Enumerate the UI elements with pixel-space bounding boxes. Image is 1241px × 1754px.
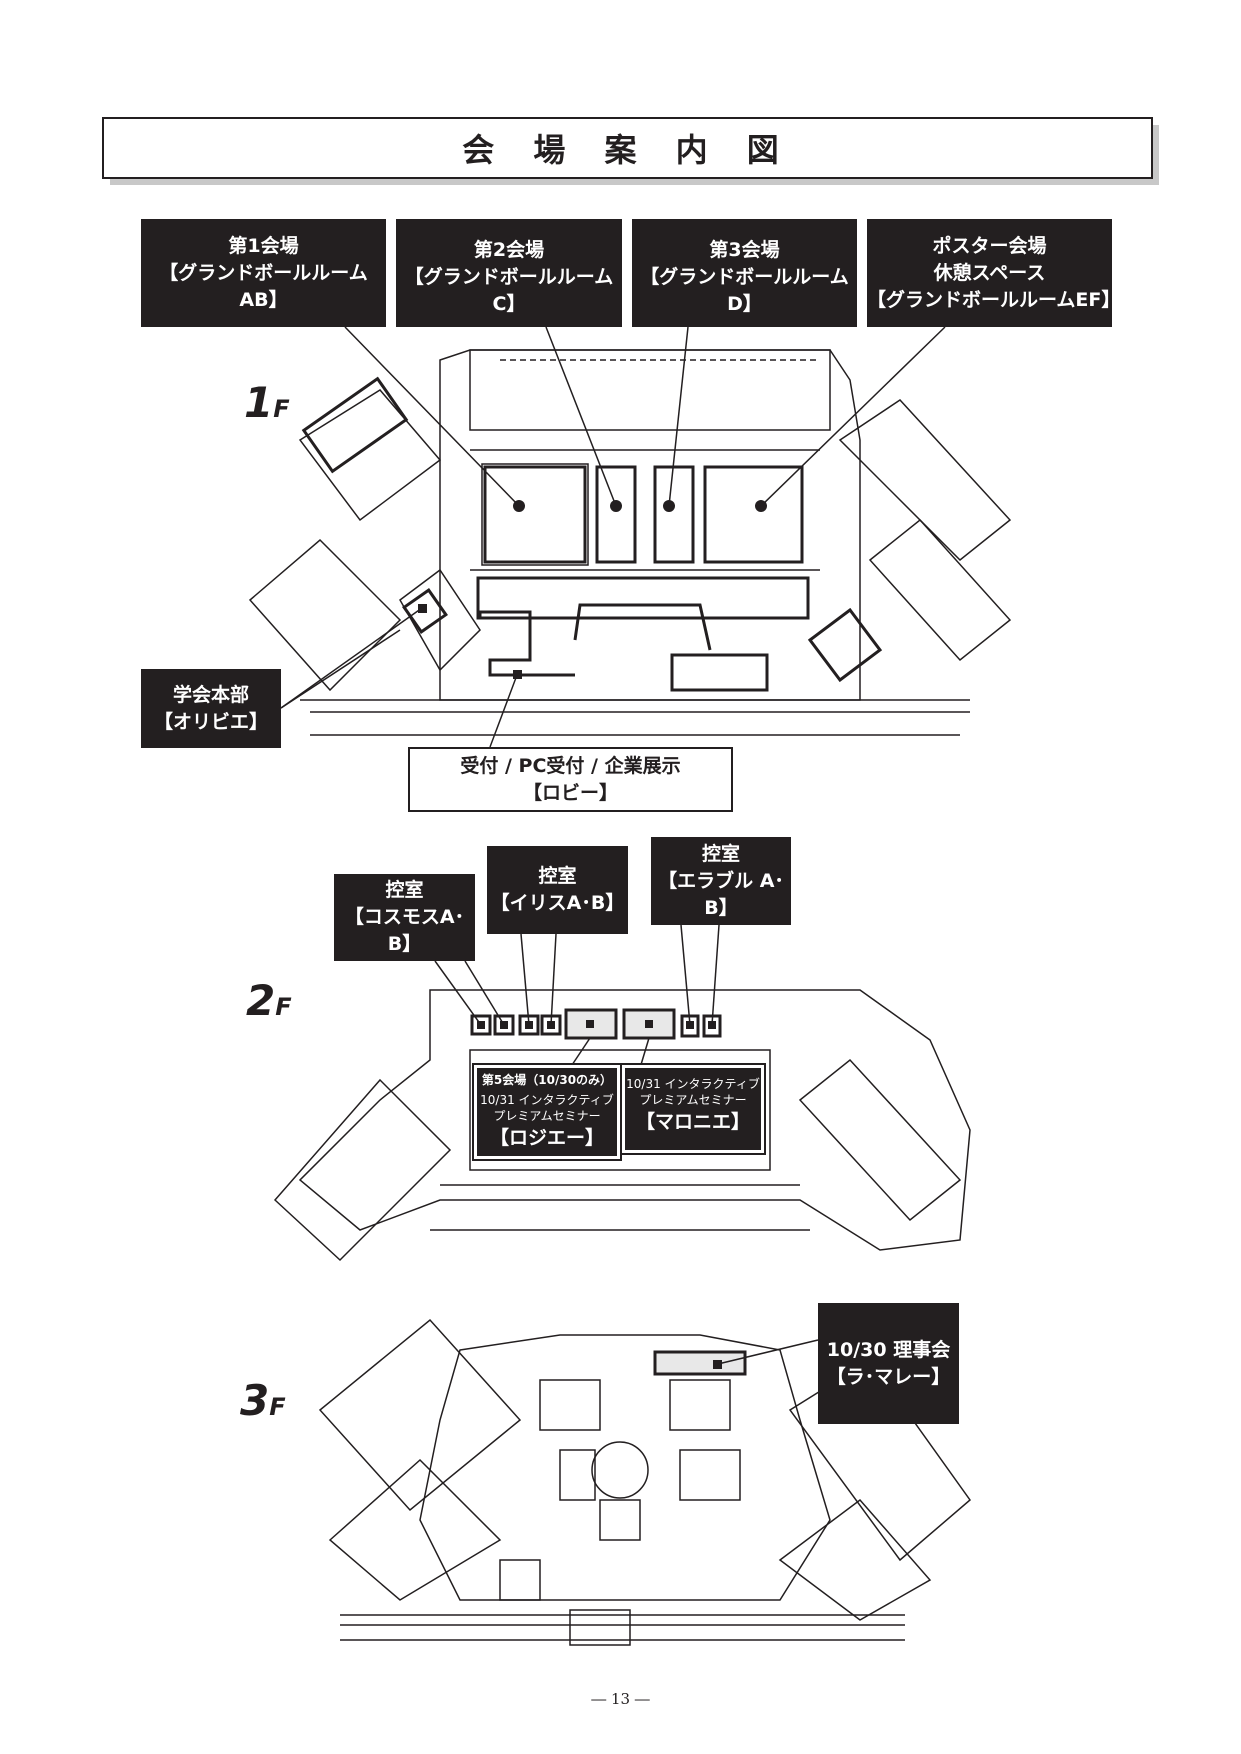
label-line: 【エラブル A･B】 xyxy=(658,869,784,919)
label-line: 受付 / PC受付 / 企業展示 xyxy=(460,754,681,777)
floor-suffix: F xyxy=(273,395,290,423)
label-reception: 受付 / PC受付 / 企業展示 【ロビー】 xyxy=(408,747,733,812)
floor-plan-2f xyxy=(273,989,971,1262)
label-line: 第3会場 xyxy=(709,239,780,261)
label-poster-hall: ポスター会場 休憩スペース 【グランドボールルームEF】 xyxy=(867,219,1121,327)
floor-plan-3f xyxy=(318,1318,972,1646)
floor-suffix: F xyxy=(275,993,292,1021)
label-line: 【ロジエー】 xyxy=(489,1127,604,1149)
label-line: 第1会場 xyxy=(228,234,299,257)
floor-number: 3 xyxy=(240,1376,270,1425)
page-title: 会 場 案 内 図 xyxy=(102,117,1153,179)
label-headquarters: 学会本部 【オリビエ】 xyxy=(141,669,281,748)
label-board-meeting: 10/30 理事会 【ラ･マレー】 xyxy=(818,1303,959,1424)
label-line: 【イリスA･B】 xyxy=(490,892,625,914)
label-line: ポスター会場 xyxy=(932,234,1047,257)
label-line: 控室 xyxy=(538,865,577,887)
floor-label-3f: 3F xyxy=(240,1376,286,1425)
label-line: 10/31 インタラクティブ xyxy=(480,1093,614,1107)
label-line: 第2会場 xyxy=(473,239,545,261)
label-line: 第5会場（10/30のみ） xyxy=(481,1073,613,1087)
label-line: プレミアムセミナー xyxy=(639,1093,747,1107)
label-line: 10/30 理事会 xyxy=(826,1338,951,1361)
label-line: 休憩スペース xyxy=(933,261,1046,284)
label-line: 【ロビー】 xyxy=(522,781,618,804)
floor-label-2f: 2F xyxy=(246,976,292,1025)
label-line: 控室 xyxy=(701,842,740,865)
floor-number: 2 xyxy=(246,976,276,1025)
label-line: 【コスモスA･B】 xyxy=(344,906,465,955)
label-line: 控室 xyxy=(385,879,424,901)
label-line: 10/31 インタラクティブ xyxy=(626,1077,760,1091)
page-number: ― 13 ― xyxy=(591,1690,650,1708)
label-line: 【グランドボールルームEF】 xyxy=(867,288,1121,311)
label-line: 学会本部 xyxy=(172,683,249,706)
label-hall-3: 第3会場 【グランドボールルームD】 xyxy=(632,219,857,327)
label-line: 【ラ･マレー】 xyxy=(826,1365,951,1388)
label-erable: 控室 【エラブル A･B】 xyxy=(651,837,791,925)
label-line: 【グランドボールルームD】 xyxy=(640,266,849,315)
room-marronnier: 10/31 インタラクティブ プレミアムセミナー 【マロニエ】 xyxy=(620,1063,766,1155)
label-line: 【オリビエ】 xyxy=(153,710,268,733)
label-line: 【マロニエ】 xyxy=(635,1111,750,1133)
floor-suffix: F xyxy=(269,1393,286,1421)
label-line: 【グランドボールルームC】 xyxy=(404,266,614,315)
room-rosier: 第5会場（10/30のみ） 10/31 インタラクティブ プレミアムセミナー 【… xyxy=(472,1063,622,1161)
label-hall-2: 第2会場 【グランドボールルームC】 xyxy=(396,219,622,327)
label-cosmos: 控室 【コスモスA･B】 xyxy=(334,874,475,961)
label-hall-1: 第1会場 【グランドボールルームAB】 xyxy=(141,219,386,327)
label-line: プレミアムセミナー xyxy=(493,1109,601,1123)
label-line: 【グランドボールルームAB】 xyxy=(159,261,368,311)
floor-plan-1f xyxy=(248,349,1012,736)
floor-label-1f: 1F xyxy=(244,378,290,427)
label-iris: 控室 【イリスA･B】 xyxy=(487,846,628,934)
floor-number: 1 xyxy=(244,378,274,427)
